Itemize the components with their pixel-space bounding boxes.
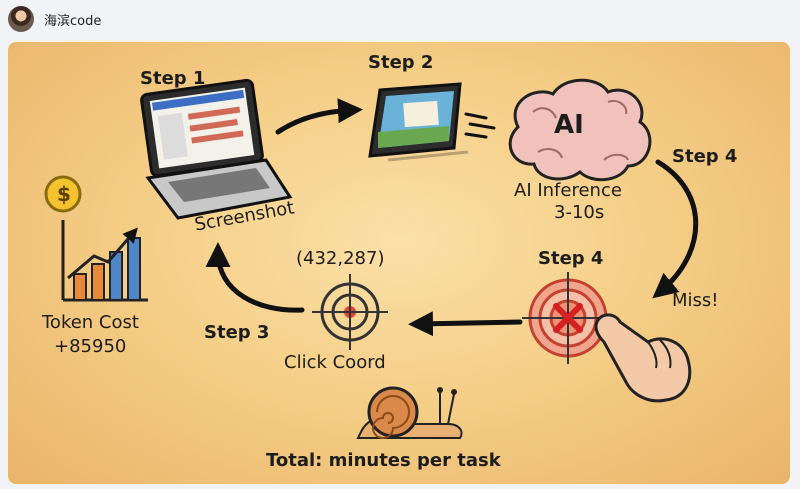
arrow-click-to-screenshot bbox=[205, 242, 305, 313]
target-icon bbox=[522, 272, 614, 364]
laptop-icon bbox=[140, 78, 293, 220]
ai-inference-caption: AI Inference bbox=[514, 180, 622, 201]
step4-top-label: Step 4 bbox=[672, 146, 738, 167]
ai-badge: AI bbox=[554, 110, 584, 140]
dollar-coin-icon bbox=[44, 175, 82, 213]
miss-label: Miss! bbox=[672, 290, 719, 311]
step3-label: Step 3 bbox=[204, 322, 270, 343]
coord-label: (432,287) bbox=[296, 248, 385, 269]
total-caption: Total: minutes per task bbox=[266, 450, 501, 471]
workflow-diagram bbox=[44, 78, 699, 439]
step4-target-label: Step 4 bbox=[538, 248, 604, 269]
crosshair-icon bbox=[312, 274, 388, 350]
ai-inference-time: 3-10s bbox=[554, 202, 605, 223]
arrow-target-to-click bbox=[408, 311, 523, 337]
user-avatar[interactable] bbox=[8, 6, 34, 32]
dollar-symbol: $ bbox=[57, 182, 71, 206]
username[interactable]: 海滨code bbox=[44, 14, 102, 29]
post-header: 海滨code bbox=[0, 0, 800, 38]
bar-chart-icon bbox=[61, 220, 148, 302]
brain-icon bbox=[508, 78, 652, 182]
step2-label: Step 2 bbox=[368, 52, 434, 73]
snail-icon bbox=[356, 386, 463, 439]
illustration-card: Step 1 Screenshot Step 2 AI AI Inference… bbox=[8, 42, 790, 484]
token-cost-label: Token Cost bbox=[42, 312, 139, 333]
click-coord-caption: Click Coord bbox=[284, 352, 386, 373]
screen-icon bbox=[368, 82, 469, 162]
pointing-hand-icon bbox=[594, 313, 692, 403]
arrow-step1-to-step2 bbox=[275, 98, 363, 135]
miss-cross-icon bbox=[553, 303, 583, 333]
arrow-ai-to-target bbox=[652, 159, 699, 299]
step1-label: Step 1 bbox=[140, 68, 206, 89]
motion-lines bbox=[464, 112, 496, 139]
token-cost-value: +85950 bbox=[54, 336, 127, 357]
